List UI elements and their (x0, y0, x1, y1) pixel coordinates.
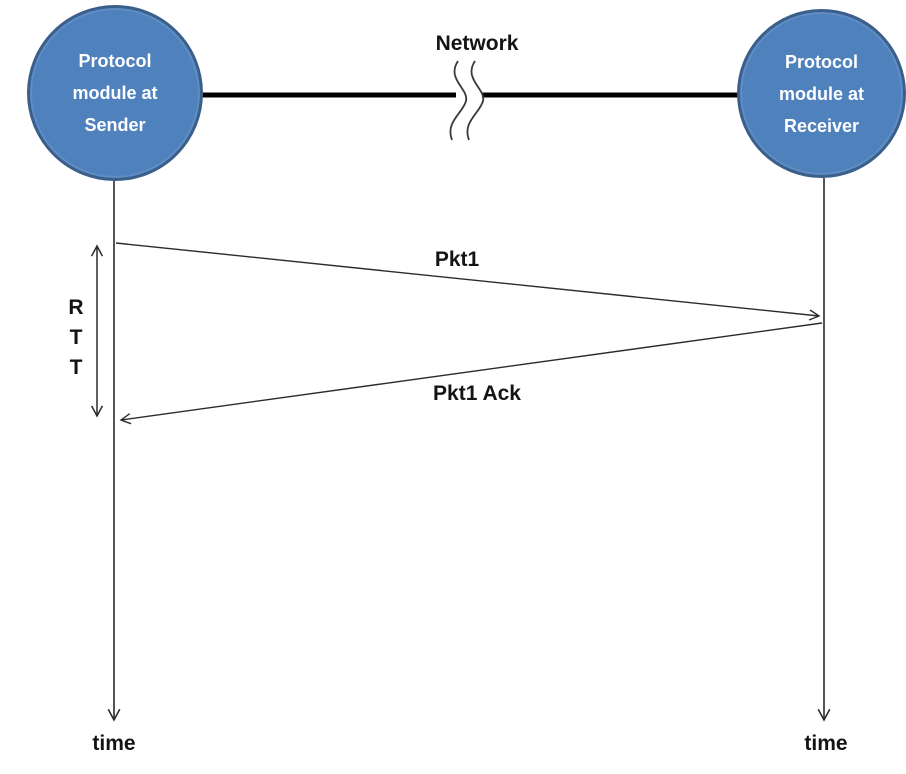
pkt1-ack-message-label: Pkt1 Ack (433, 382, 521, 405)
sender-node: Protocol module at Sender (27, 5, 203, 181)
sender-time-axis-label: time (92, 732, 136, 755)
network-break-squiggle-right (466, 60, 484, 141)
network-label: Network (435, 32, 519, 55)
network-break-squiggle-left (449, 60, 467, 141)
pkt1-message-arrow (115, 242, 821, 321)
pkt1-message-label: Pkt1 (434, 248, 480, 271)
receiver-time-axis-label: time (804, 732, 848, 755)
receiver-node: Protocol module at Receiver (737, 9, 906, 178)
rtt-label: RTT (68, 296, 84, 379)
pkt1-ack-message-arrow (119, 322, 823, 425)
